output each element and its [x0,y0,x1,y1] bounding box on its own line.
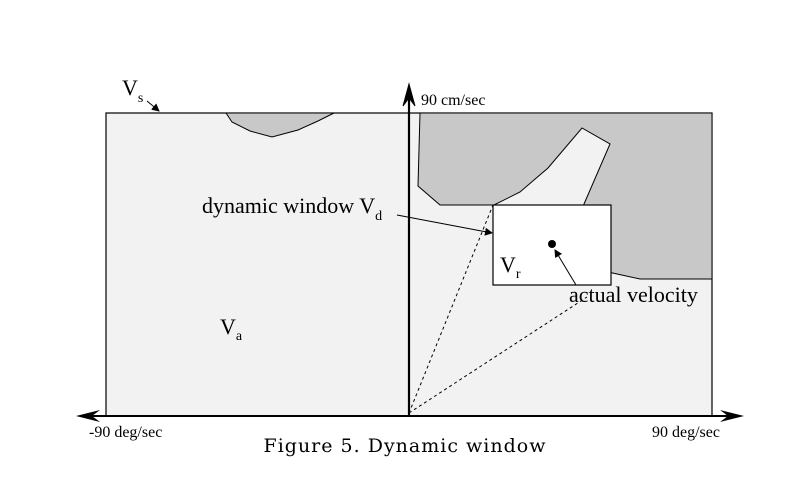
x-axis-right-arrowhead [720,410,744,422]
obstacle-region-right [417,112,713,280]
x-axis-right-label: 90 deg/sec [652,424,720,441]
y-axis-arrowhead [402,82,416,107]
dashed-line-top [408,204,494,414]
va-label: Va [220,314,243,344]
actual-velocity-pointer-arrow [554,249,577,286]
y-axis-top-label: 90 cm/sec [421,92,485,109]
vs-label: Vs [122,75,143,106]
x-axis-left-arrowhead [76,410,100,422]
figure-caption: Figure 5. Dynamic window [264,435,547,457]
dynamic-window-pointer-arrow [396,214,493,236]
vr-label: Vr [500,252,521,282]
obstacle-region-top-left [225,112,335,138]
vs-pointer-arrow [146,100,160,112]
actual-velocity-label: actual velocity [569,282,698,307]
x-axis-left-label: -90 deg/sec [89,424,162,441]
actual-velocity-point [548,240,556,248]
dynamic-window-label: dynamic window Vd [202,193,382,224]
